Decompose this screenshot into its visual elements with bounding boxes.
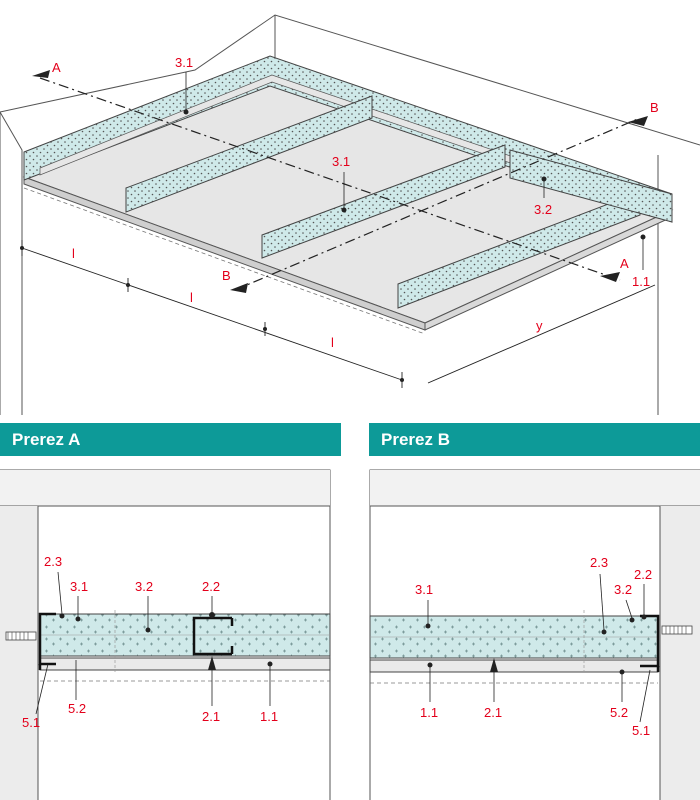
section-a-label-2-2: 2.2 xyxy=(202,579,220,594)
leader-dot xyxy=(640,234,646,240)
section-b-label-1-1: 1.1 xyxy=(420,705,438,720)
section-b-label-2-3: 2.3 xyxy=(590,555,608,570)
leader-dot xyxy=(341,207,347,213)
section-line-b xyxy=(234,117,641,291)
section-b-label-3-2: 3.2 xyxy=(614,582,632,597)
section-a-label-3-1: 3.1 xyxy=(70,579,88,594)
section-a-c-profile xyxy=(192,616,232,656)
section-b-anchor xyxy=(661,625,693,635)
section-b-label-5-2: 5.2 xyxy=(610,705,628,720)
dim-span-3: l xyxy=(331,335,334,350)
section-b-wall xyxy=(660,506,700,800)
section-a-label-1-1: 1.1 xyxy=(260,709,278,724)
section-b-label-3-1: 3.1 xyxy=(415,582,433,597)
section-b-view: 3.1 2.3 2.2 3.2 1.1 2.1 5.2 5.1 xyxy=(369,469,700,800)
arrow-b-start xyxy=(230,283,248,293)
section-b-label-5-1: 5.1 xyxy=(632,723,650,738)
section-a-label-2-3: 2.3 xyxy=(44,554,62,569)
cut-marker-a-end: A xyxy=(620,256,629,271)
dim-width: y xyxy=(536,318,543,333)
section-b-ceiling-slab xyxy=(370,470,700,506)
section-a-ceiling-board xyxy=(39,657,331,671)
cut-marker-a-start: A xyxy=(52,60,61,75)
dimension-line-width xyxy=(427,284,656,384)
section-a-label-2-1: 2.1 xyxy=(202,709,220,724)
label-board-bottom: 1.1 xyxy=(632,274,650,289)
leader-dot xyxy=(183,109,189,115)
section-b-label-2-2: 2.2 xyxy=(634,567,652,582)
section-a-anchor xyxy=(5,631,37,641)
section-b-perimeter-channel xyxy=(640,614,660,668)
channel-profile-3 xyxy=(397,191,641,309)
section-a-label-5-1: 5.1 xyxy=(22,715,40,730)
room-ceiling-outline xyxy=(0,14,700,146)
dimension-line-spans xyxy=(21,247,403,381)
cut-marker-b-end: B xyxy=(650,100,659,115)
label-board-top-left: 3.1 xyxy=(175,55,193,70)
channel-profile-1 xyxy=(125,95,373,213)
section-a-title: Prerez A xyxy=(0,423,341,456)
dim-span-1: l xyxy=(72,246,75,261)
section-a-view: 2.3 3.1 3.2 2.2 5.2 5.1 2.1 1.1 xyxy=(0,469,331,800)
section-a-label-3-2: 3.2 xyxy=(135,579,153,594)
section-b-label-2-1: 2.1 xyxy=(484,705,502,720)
side-channel-profile xyxy=(509,149,673,223)
dim-span-2: l xyxy=(190,290,193,305)
section-a-wall xyxy=(0,506,38,800)
leader-dot xyxy=(541,176,547,182)
section-b-ceiling-board xyxy=(369,659,659,673)
section-a-label-5-2: 5.2 xyxy=(68,701,86,716)
cut-marker-b-start: B xyxy=(222,268,231,283)
label-side-channel: 3.2 xyxy=(534,202,552,217)
label-board-center: 3.1 xyxy=(332,154,350,169)
arrow-b-end xyxy=(628,116,648,126)
section-line-a xyxy=(39,77,621,281)
slab-hidden-edge xyxy=(23,187,426,335)
isometric-view: A A B B 3.1 3.1 3.2 1.1 l l l y xyxy=(0,14,700,415)
arrow-a-start xyxy=(32,70,50,78)
section-b-title: Prerez B xyxy=(369,423,700,456)
channel-profile-2 xyxy=(261,144,506,259)
section-a-ceiling-slab xyxy=(0,470,330,506)
room-wall-outline xyxy=(0,111,23,415)
arrow-a-end xyxy=(600,272,620,282)
